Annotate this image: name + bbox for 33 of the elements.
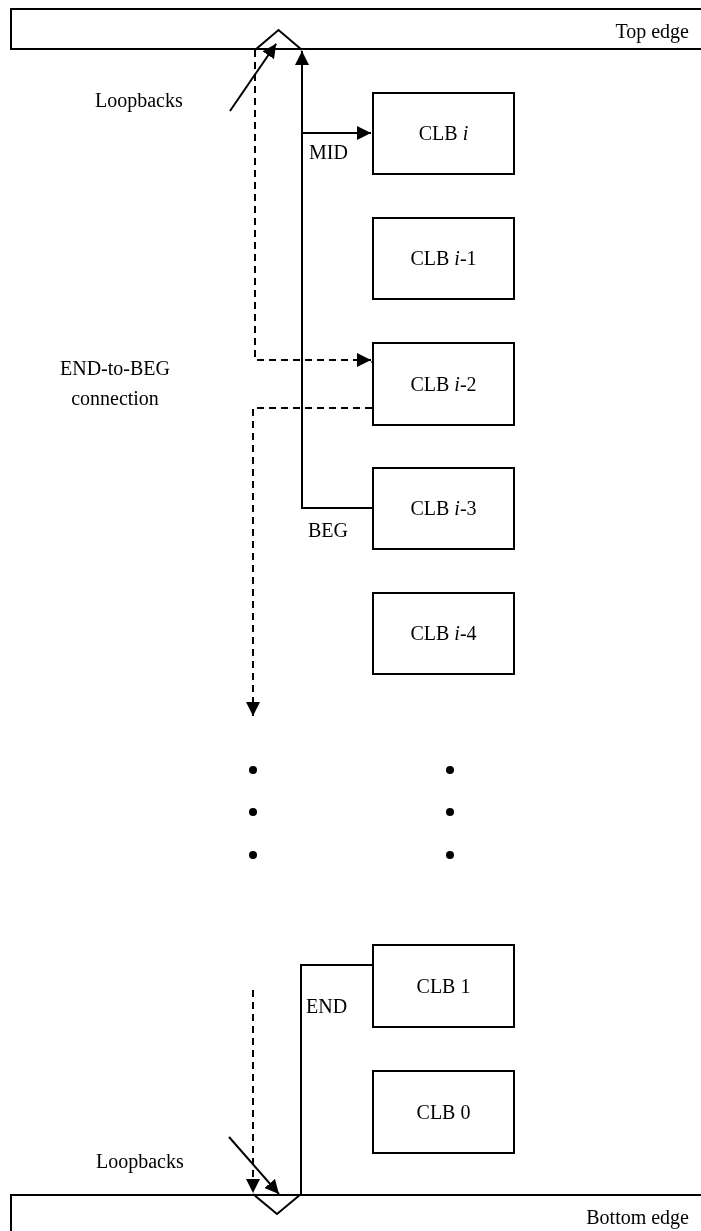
arrow xyxy=(246,989,260,1194)
callout-text: Loopbacks xyxy=(96,1150,184,1172)
loopback-chevron xyxy=(253,1194,301,1215)
annotation-text: END-to-BEG connection xyxy=(59,356,171,411)
edge-label: END xyxy=(305,996,349,1016)
clb-box xyxy=(372,217,515,300)
arrow xyxy=(254,49,372,367)
clb-box xyxy=(372,342,515,426)
edge-label-text: Bottom edge xyxy=(586,1206,689,1228)
arrow xyxy=(301,126,373,509)
top-edge-band xyxy=(10,8,701,50)
arrow xyxy=(246,407,373,717)
edge-label: MID xyxy=(308,142,349,162)
clb-box xyxy=(372,592,515,675)
bottom-edge-band xyxy=(10,1194,701,1231)
clb-label: CLB i xyxy=(418,122,469,145)
clb-label: CLB 1 xyxy=(416,974,471,998)
leader-line xyxy=(229,42,278,112)
loopback-chevron xyxy=(255,29,302,50)
clb-label: CLB i-4 xyxy=(410,622,477,645)
clb-label: CLB 0 xyxy=(416,1100,471,1124)
callout-text: Loopbacks xyxy=(95,89,183,111)
clb-label: CLB i-2 xyxy=(410,372,477,396)
clb-box xyxy=(372,944,515,1028)
clb-box xyxy=(372,92,515,175)
clb-box xyxy=(372,467,515,550)
edge-label: BEG xyxy=(307,520,349,540)
clb-label: CLB i-1 xyxy=(410,247,477,270)
clb-box xyxy=(372,1070,515,1154)
connector-line xyxy=(300,964,373,1195)
leader-line xyxy=(228,1136,280,1195)
clb-label: CLB i-3 xyxy=(410,497,477,520)
edge-label-text: Top edge xyxy=(615,20,689,42)
